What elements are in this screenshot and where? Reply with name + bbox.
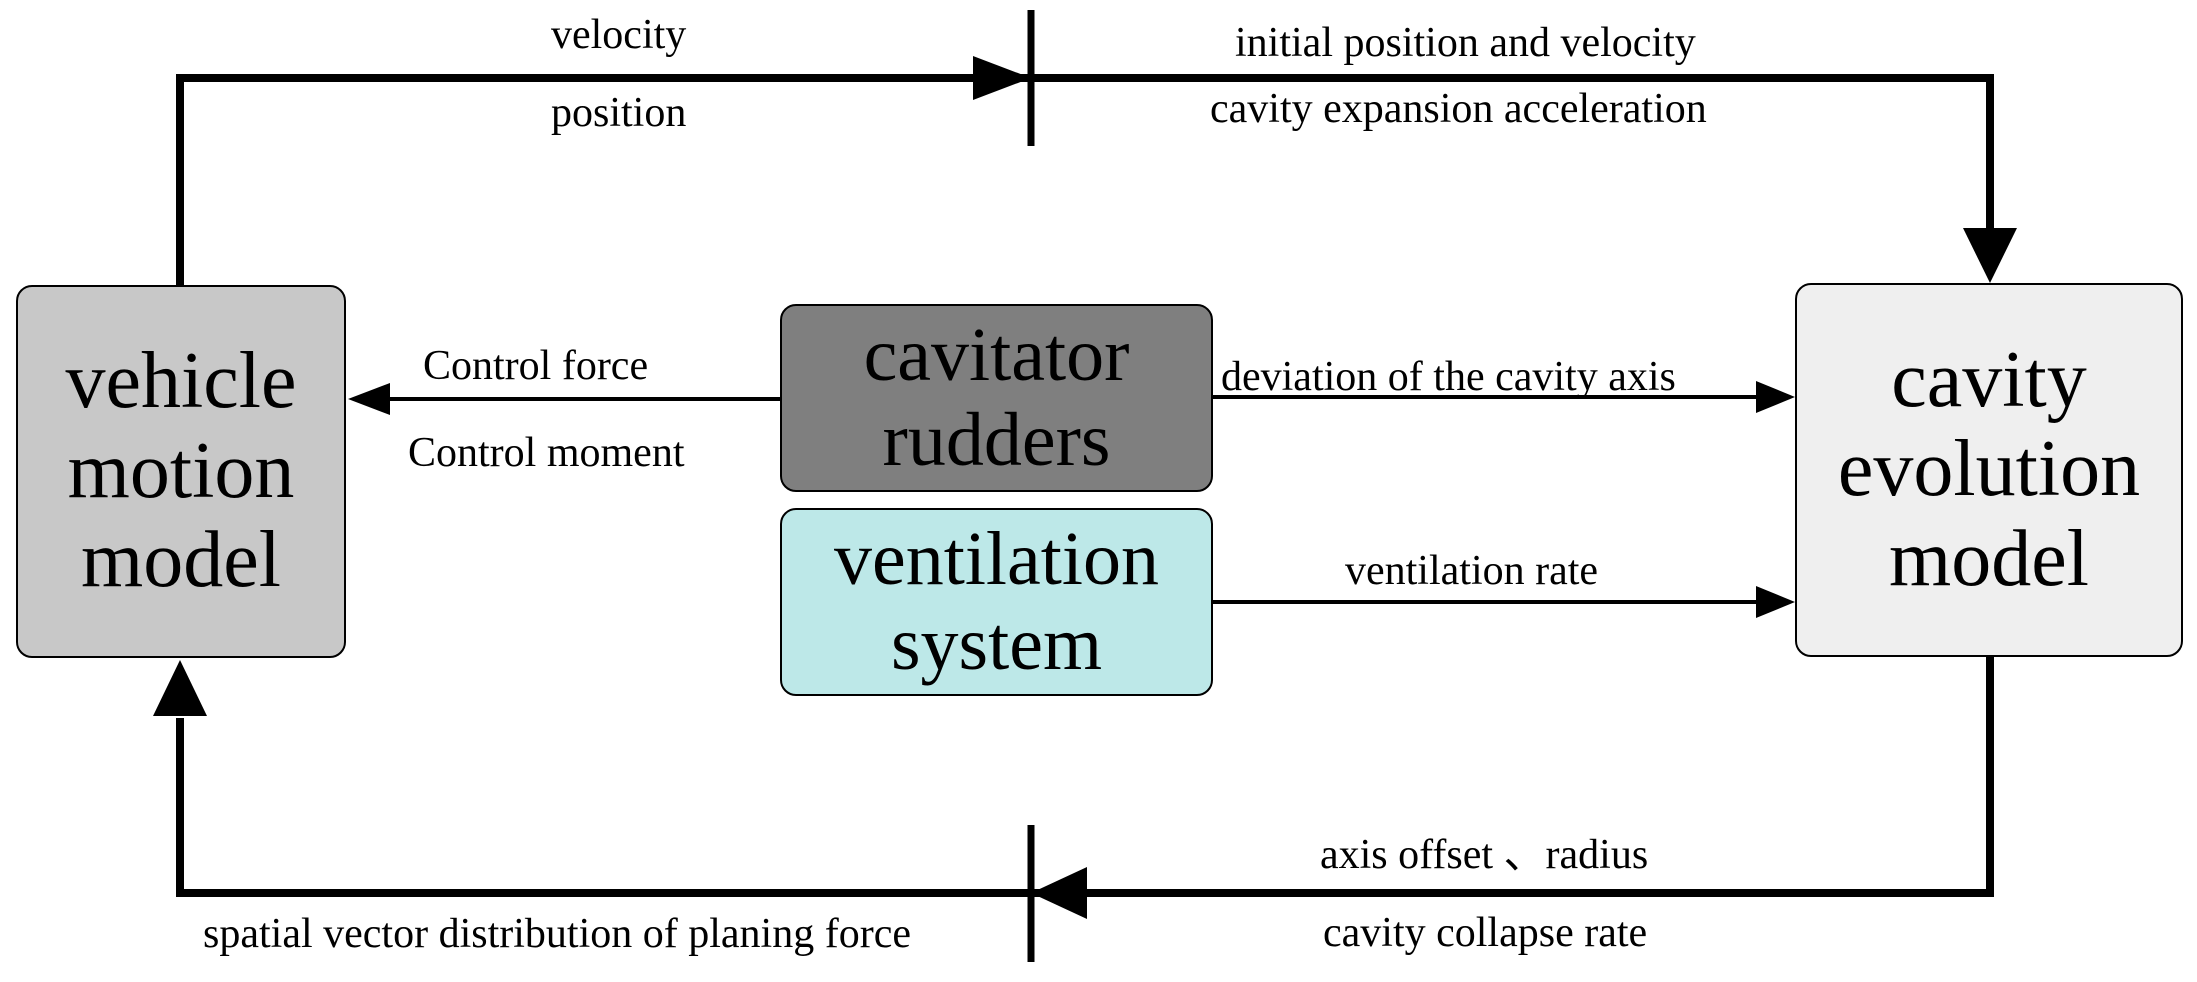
- label-ventilation-rate: ventilation rate: [1345, 548, 1599, 594]
- cavitator-block-line-1: cavitator: [863, 312, 1130, 397]
- vehicle-model-input-arrowhead: [153, 660, 207, 716]
- cavity-model-input-arrowhead: [1963, 228, 2017, 283]
- cavity-block-line-1: cavity: [1891, 335, 2087, 424]
- ventilation-block-line-2: system: [890, 602, 1103, 686]
- cavity-block-line-2: evolution: [1837, 425, 2141, 514]
- label-control-moment: Control moment: [408, 430, 685, 476]
- ventilation-block-line-1: ventilation: [833, 516, 1160, 601]
- label-deviation-axis: deviation of the cavity axis: [1221, 354, 1676, 400]
- vehicle-block-line-3: model: [81, 516, 281, 605]
- label-cavity-expansion-acceleration: cavity expansion acceleration: [1210, 86, 1707, 132]
- cavity-block-line-3: model: [1889, 514, 2089, 603]
- control-arrowhead: [348, 383, 390, 415]
- label-axis-offset-radius: axis offset 、radius: [1320, 832, 1649, 878]
- label-position: position: [551, 90, 687, 136]
- cavitator-block-line-2: rudders: [882, 398, 1111, 482]
- label-control-force: Control force: [423, 343, 649, 389]
- vehicle-motion-model-block: vehicle motion model: [16, 285, 346, 658]
- vehicle-block-line-2: motion: [67, 426, 295, 515]
- label-velocity: velocity: [551, 12, 687, 58]
- label-initial-position-velocity: initial position and velocity: [1235, 20, 1696, 66]
- cavitator-rudders-block: cavitator rudders: [780, 304, 1213, 492]
- cavity-evolution-model-block: cavity evolution model: [1795, 283, 2183, 657]
- ventilation-system-block: ventilation system: [780, 508, 1213, 696]
- deviation-arrowhead: [1756, 381, 1795, 413]
- vehicle-block-line-1: vehicle: [65, 337, 297, 426]
- bottom-arrowhead-left: [1031, 867, 1087, 919]
- top-loop-line: [176, 74, 1994, 285]
- label-cavity-collapse-rate: cavity collapse rate: [1323, 910, 1648, 956]
- label-spatial-vector: spatial vector distribution of planing f…: [203, 911, 911, 957]
- top-arrowhead-right: [973, 56, 1031, 100]
- ventilation-arrowhead: [1756, 586, 1795, 618]
